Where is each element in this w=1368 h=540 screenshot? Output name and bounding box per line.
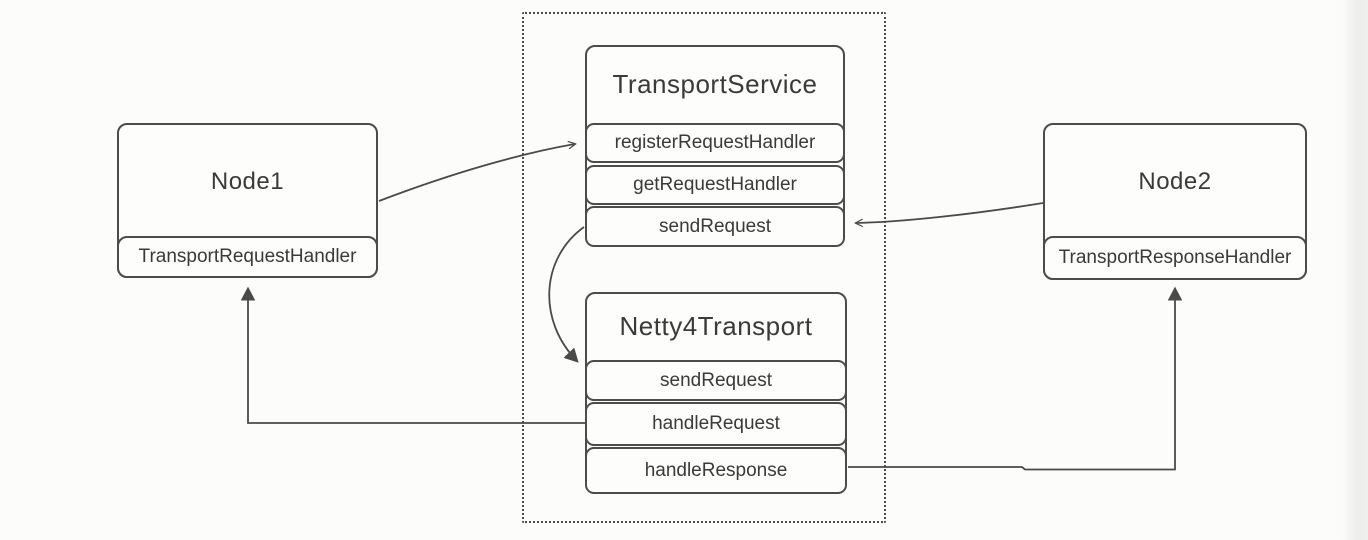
node2-title: Node2 <box>1138 167 1212 195</box>
node1-transport-request-handler-box: TransportRequestHandler <box>117 236 378 278</box>
netty4-transport-title: Netty4Transport <box>619 310 813 341</box>
method-get-request-handler: getRequestHandler <box>585 165 845 205</box>
transport-service-box: TransportService registerRequestHandler … <box>585 45 845 247</box>
node2-transport-response-handler-box: TransportResponseHandler <box>1043 236 1307 280</box>
netty4-transport-box: Netty4Transport sendRequest handleReques… <box>585 292 847 494</box>
method-handle-response: handleResponse <box>585 447 847 494</box>
node1-title: Node1 <box>210 167 285 195</box>
transport-service-title: TransportService <box>612 68 818 99</box>
method-handle-request: handleRequest <box>585 402 847 446</box>
method-register-request-handler: registerRequestHandler <box>585 123 845 163</box>
method-send-request-netty: sendRequest <box>585 360 847 401</box>
edge-handle-response-to-transport-response-handler <box>848 289 1175 471</box>
node1-box: Node1 TransportRequestHandler <box>117 123 378 278</box>
node2-box: Node2 TransportResponseHandler <box>1043 123 1307 280</box>
page-edge-shading <box>1342 0 1368 540</box>
transport-module-frame <box>522 12 886 523</box>
method-send-request-service: sendRequest <box>585 206 845 247</box>
